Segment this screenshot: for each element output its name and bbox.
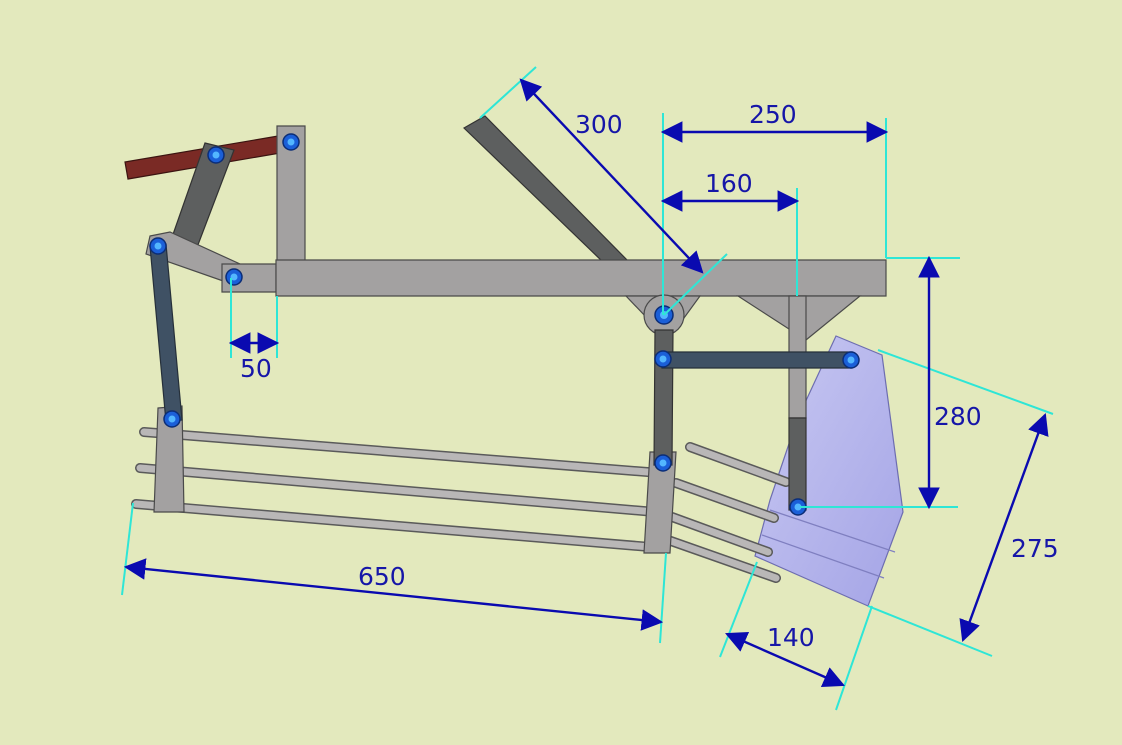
dim-140-line — [725, 631, 845, 688]
dim-140-label: 140 — [767, 623, 815, 652]
dim-250-label: 250 — [749, 100, 797, 129]
dim-160-label: 160 — [705, 169, 753, 198]
tine-rods — [131, 427, 791, 583]
dim-275-line — [959, 412, 1049, 643]
left-long-link — [149, 243, 183, 423]
dimension-labels: 300 250 160 50 280 275 650 140 — [240, 100, 1059, 652]
dim-300-label: 300 — [575, 110, 623, 139]
dim-650-label: 650 — [358, 562, 406, 591]
pin — [842, 351, 860, 369]
dim-300-line — [519, 78, 704, 274]
pin — [282, 133, 300, 151]
pin — [207, 146, 225, 164]
dim-280-label: 280 — [934, 402, 982, 431]
main-beam — [275, 259, 887, 297]
right-upright-bottom — [788, 417, 807, 511]
center-upright — [653, 329, 674, 466]
dim-275-label: 275 — [1011, 534, 1059, 563]
hopper — [754, 335, 904, 607]
dim-50-label: 50 — [240, 354, 272, 383]
pin — [225, 268, 243, 286]
pin — [149, 237, 167, 255]
pin — [654, 454, 672, 472]
cross-link — [661, 351, 853, 369]
pin — [163, 410, 181, 428]
dim-650-line — [123, 558, 664, 631]
pin — [654, 350, 672, 368]
dimension-lines — [123, 78, 1049, 688]
